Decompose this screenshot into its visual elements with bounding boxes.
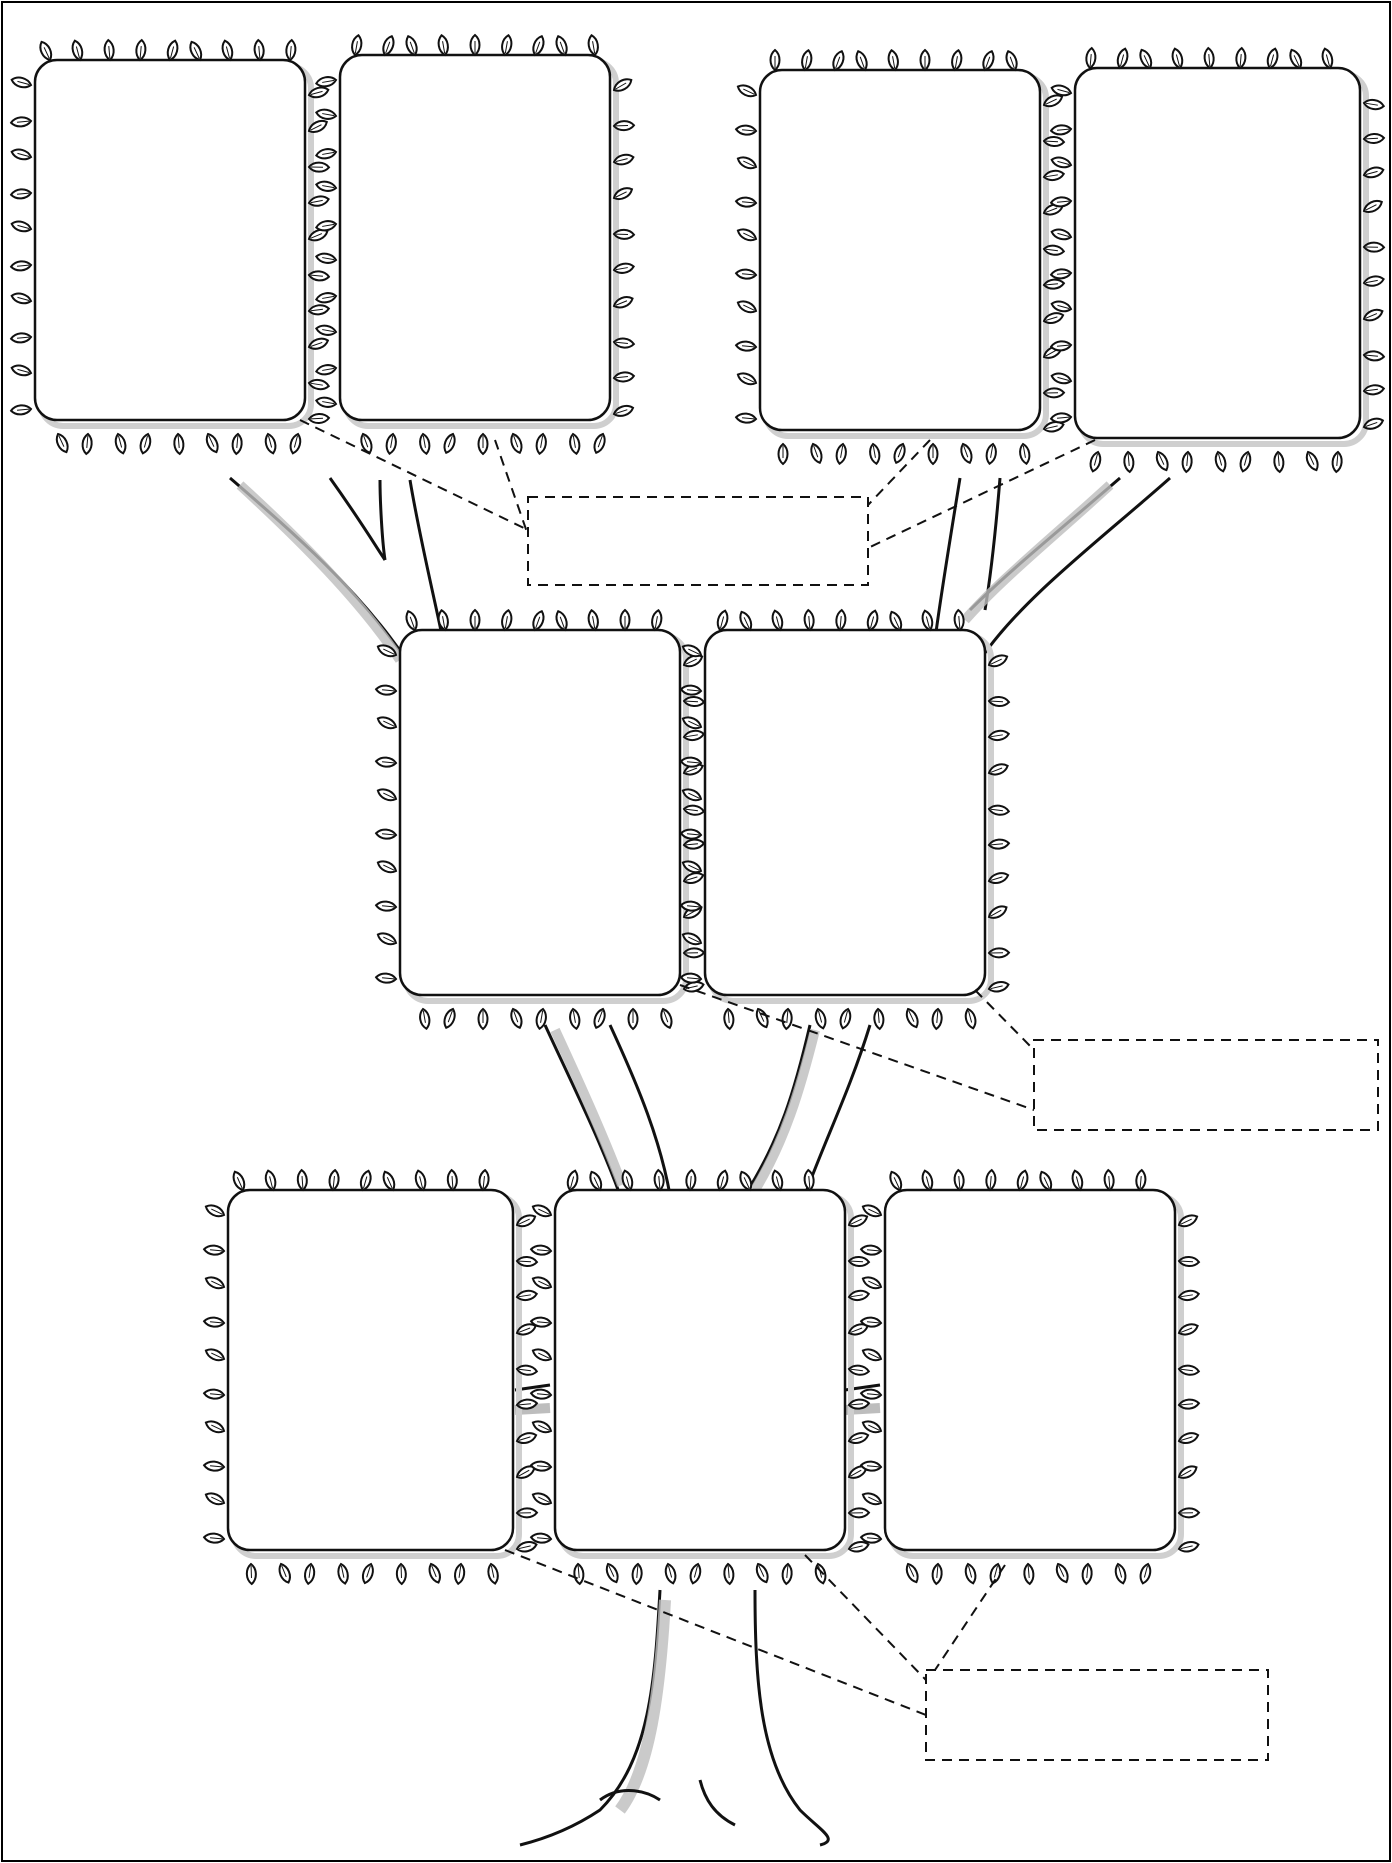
frame-parent-1[interactable] [374,608,706,1031]
leader-lines [299,419,1096,1716]
generation-label-parents[interactable] [1033,1039,1379,1131]
generation-label-grandparents[interactable] [527,496,869,586]
frame-child-3[interactable] [859,1168,1201,1586]
frame-child-1[interactable] [202,1168,539,1586]
frame-grandparent-3[interactable] [734,48,1066,466]
tree-trunk [229,476,1171,1847]
frame-grandparent-4[interactable] [1049,46,1386,474]
frame-grandparent-1[interactable] [9,38,331,456]
frame-child-2[interactable] [529,1168,871,1586]
generation-label-children[interactable] [925,1669,1269,1761]
leaf-frames [9,33,1386,1586]
frame-parent-2[interactable] [679,608,1011,1031]
frame-grandparent-2[interactable] [314,33,636,456]
